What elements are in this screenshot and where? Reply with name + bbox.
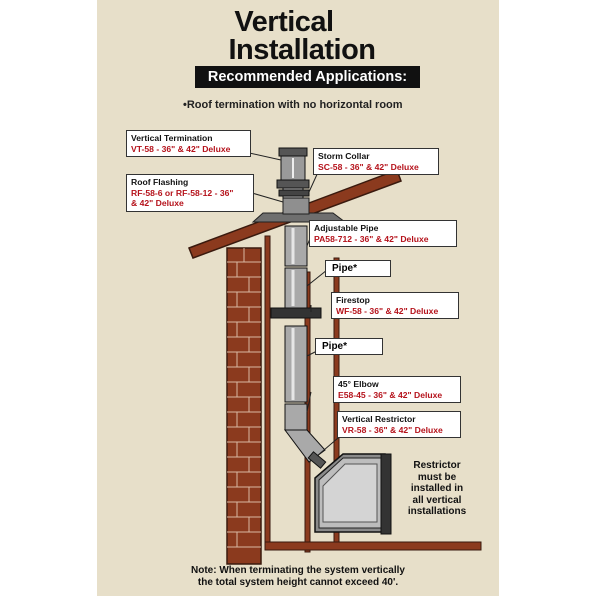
firestop-shape [270, 307, 322, 319]
application-bullet: •Roof termination with no horizontal roo… [183, 99, 403, 111]
label-pipe-lower: Pipe* [315, 338, 383, 355]
title-line-2: Installation [228, 34, 376, 66]
restrictor-note: Restrictor must be installed in all vert… [407, 460, 467, 517]
label-pipe-upper: Pipe* [325, 260, 391, 277]
restrictor-shape [307, 451, 327, 469]
brick-wall [226, 247, 262, 565]
label-roof-flashing: Roof Flashing RF-58-6 or RF-58-12 - 36" … [126, 174, 254, 212]
recommended-applications-header: Recommended Applications: [195, 66, 420, 88]
label-vertical-termination: Vertical Termination VT-58 - 36" & 42" D… [126, 130, 251, 157]
title-line-1: Vertical [234, 6, 334, 38]
label-firestop: Firestop WF-58 - 36" & 42" Deluxe [331, 292, 459, 319]
installation-diagram [188, 147, 482, 565]
footer-note: Note: When terminating the system vertic… [191, 565, 405, 588]
storm-collar-shape [278, 189, 310, 197]
installation-poster: Vertical Installation Recommended Applic… [97, 0, 499, 596]
label-storm-collar: Storm Collar SC-58 - 36" & 42" Deluxe [313, 148, 439, 175]
label-45-elbow: 45° Elbow E58-45 - 36" & 42" Deluxe [333, 376, 461, 403]
label-vertical-restrictor: Vertical Restrictor VR-58 - 36" & 42" De… [337, 411, 461, 438]
label-adjustable-pipe: Adjustable Pipe PA58-712 - 36" & 42" Del… [309, 220, 457, 247]
chimney-pipe [284, 225, 308, 403]
roof-flashing-shape [251, 197, 347, 223]
stove-shape [314, 453, 392, 535]
elbow-shape [284, 403, 326, 463]
